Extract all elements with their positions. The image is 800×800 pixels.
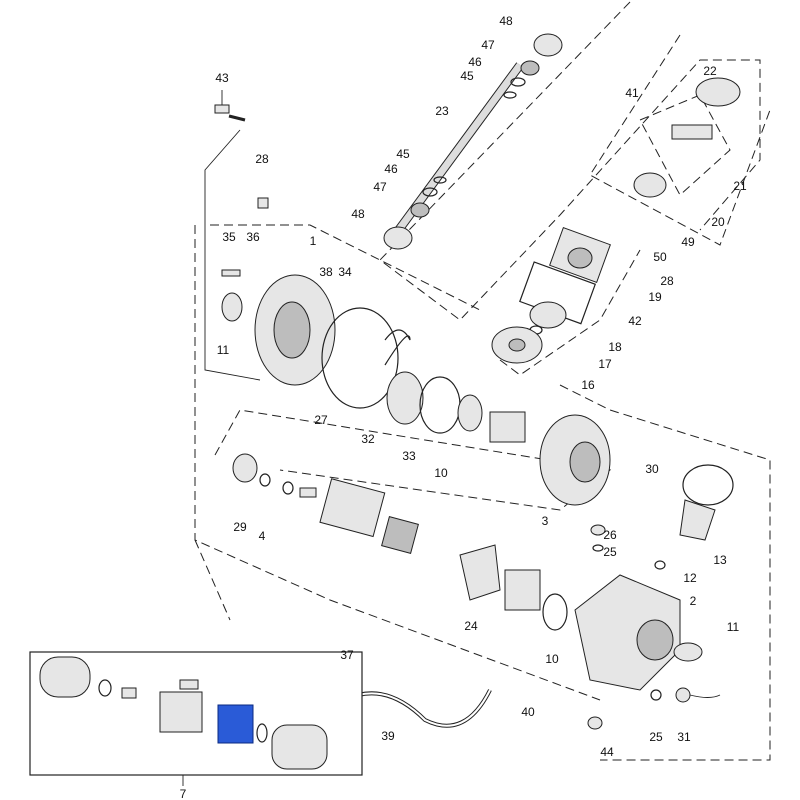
part-label-32: 32	[361, 432, 375, 446]
part-label-39: 39	[381, 729, 395, 743]
part-label-2: 2	[690, 594, 697, 608]
part-label-13: 13	[713, 553, 727, 567]
part-label-20: 20	[711, 215, 725, 229]
part-label-42: 42	[628, 314, 642, 328]
part-label-45: 45	[396, 147, 410, 161]
part-label-49: 49	[681, 235, 695, 249]
part-label-19: 19	[648, 290, 662, 304]
part-label-11: 11	[217, 343, 230, 357]
part-label-17: 17	[598, 357, 612, 371]
part-label-23: 23	[435, 104, 449, 118]
part-label-33: 33	[402, 449, 416, 463]
part-label-1: 1	[310, 234, 317, 248]
part-label-11: 11	[727, 620, 740, 634]
part-label-10: 10	[545, 652, 559, 666]
highlighted-bearing	[217, 704, 254, 744]
part-label-35: 35	[222, 230, 236, 244]
part-label-50: 50	[653, 250, 667, 264]
part-label-44: 44	[600, 745, 614, 759]
shaft-assembly	[204, 33, 563, 381]
part-label-36: 36	[246, 230, 260, 244]
part-label-46: 46	[468, 55, 482, 69]
part-label-34: 34	[338, 265, 352, 279]
part-label-30: 30	[645, 462, 659, 476]
part-label-47: 47	[481, 38, 495, 52]
part-label-7: 7	[180, 787, 187, 800]
part-label-22: 22	[703, 64, 717, 78]
front-housing	[221, 197, 611, 506]
part-label-41: 41	[625, 86, 639, 100]
part-label-28: 28	[660, 274, 674, 288]
part-label-28: 28	[255, 152, 269, 166]
part-label-3: 3	[542, 514, 549, 528]
part-label-16: 16	[581, 378, 595, 392]
part-label-26: 26	[603, 528, 617, 542]
bearing-assembly	[232, 453, 568, 631]
part-label-45: 45	[460, 69, 474, 83]
inset-detail-box	[29, 651, 363, 786]
part-label-24: 24	[464, 619, 478, 633]
part-label-37: 37	[340, 648, 354, 662]
part-label-29: 29	[233, 520, 247, 534]
part-label-18: 18	[608, 340, 622, 354]
part-label-4: 4	[259, 529, 266, 543]
part-label-25: 25	[649, 730, 663, 744]
part-label-48: 48	[351, 207, 365, 221]
part-label-10: 10	[434, 466, 448, 480]
part-label-48: 48	[499, 14, 513, 28]
part-label-46: 46	[384, 162, 398, 176]
part-label-21: 21	[733, 179, 747, 193]
rear-housing	[344, 464, 734, 730]
part-label-47: 47	[373, 180, 387, 194]
part-label-43: 43	[215, 71, 229, 85]
yoke-assembly	[491, 77, 741, 364]
part-label-31: 31	[677, 730, 691, 744]
part-label-25: 25	[603, 545, 617, 559]
part-label-27: 27	[314, 413, 328, 427]
part-label-12: 12	[683, 571, 697, 585]
part-label-40: 40	[521, 705, 535, 719]
part-label-38: 38	[319, 265, 333, 279]
assembly-outlines	[194, 1, 771, 761]
